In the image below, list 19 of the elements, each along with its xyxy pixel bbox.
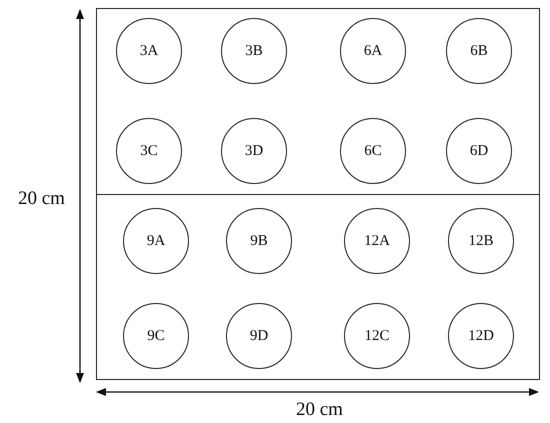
sample-circle: 12D xyxy=(448,303,514,369)
dimension-label: 20 cm xyxy=(18,188,65,210)
sample-circle: 9C xyxy=(123,303,189,369)
sample-circle: 3B xyxy=(221,18,287,84)
sample-circle: 12A xyxy=(344,208,410,274)
sample-circle: 12B xyxy=(448,208,514,274)
sample-circle: 6B xyxy=(446,18,512,84)
sample-circle: 3D xyxy=(221,118,287,184)
sample-circle: 9D xyxy=(226,303,292,369)
sample-circle: 12C xyxy=(344,303,410,369)
plate-rectangle xyxy=(96,8,540,380)
sample-circle: 9B xyxy=(226,208,292,274)
dimension-label: 20 cm xyxy=(296,399,343,421)
sample-circle: 6C xyxy=(340,118,406,184)
sample-circle: 3A xyxy=(116,18,182,84)
sample-circle: 3C xyxy=(116,118,182,184)
sample-circle: 6D xyxy=(446,118,512,184)
sample-circle: 9A xyxy=(123,208,189,274)
sample-circle: 6A xyxy=(340,18,406,84)
